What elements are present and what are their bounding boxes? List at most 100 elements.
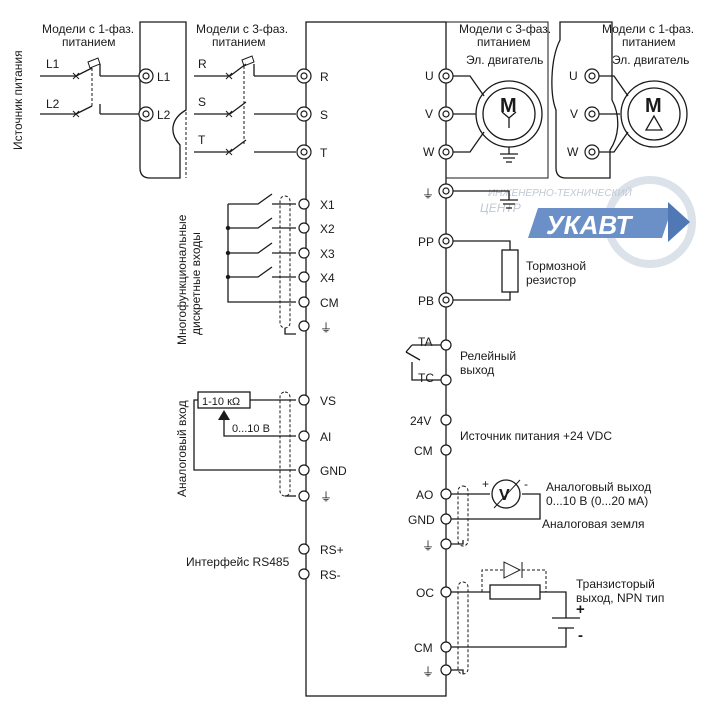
- ground-icon: ⏚: [320, 321, 332, 335]
- svg-text:W: W: [423, 145, 435, 159]
- svg-text:AI: AI: [320, 430, 331, 444]
- terminal-t[interactable]: T: [296, 144, 328, 160]
- transistor-output: OC CM ⏚ + - Транзисторый выход, NPN тип: [414, 561, 664, 679]
- brake-resistor: PP PB Тормозной резистор: [418, 233, 586, 308]
- ground-icon: ⏚: [422, 665, 434, 679]
- header-single-phase-motor: Модели с 1-фаз. питанием: [602, 22, 694, 49]
- supply-24v: 24V CM Источник питания +24 VDC: [410, 414, 612, 458]
- terminal-rs-minus[interactable]: RS-: [298, 568, 341, 582]
- ground-icon: ⏚: [422, 187, 434, 201]
- svg-text:CM: CM: [414, 444, 433, 458]
- watermark-top: ИНЖЕНЕРНО-ТЕХНИЧЕСКИЙ: [488, 186, 633, 199]
- terminal-l2[interactable]: L2: [138, 106, 171, 122]
- svg-text:R: R: [320, 70, 329, 84]
- three-phase-wires: [194, 55, 296, 156]
- svg-text:X1: X1: [320, 198, 335, 212]
- svg-text:питанием: питанием: [477, 35, 531, 49]
- svg-text:Транзисторый: Транзисторый: [576, 577, 655, 591]
- svg-text:CM: CM: [414, 641, 433, 655]
- svg-text:M: M: [500, 95, 517, 117]
- svg-text:U: U: [569, 69, 578, 83]
- svg-text:0...10 В (0...20 мА): 0...10 В (0...20 мА): [546, 494, 648, 508]
- digital-input-switches: [225, 193, 296, 335]
- header-single-phase-left: Модели с 1-фаз. питанием: [42, 22, 134, 49]
- terminal-x2[interactable]: X2: [298, 222, 335, 236]
- single-phase-wires: [40, 57, 140, 118]
- svg-text:X2: X2: [320, 222, 335, 236]
- terminal-x4[interactable]: X4: [298, 271, 335, 285]
- terminal-gnd-analog[interactable]: GND: [298, 464, 347, 478]
- header-three-phase-motor: Модели с 3-фаз. питанием: [459, 22, 551, 49]
- svg-text:X3: X3: [320, 247, 335, 261]
- svg-text:резистор: резистор: [526, 273, 576, 287]
- analog-input-label: Аналоговый вход: [175, 400, 189, 497]
- svg-text:RS+: RS+: [320, 543, 344, 557]
- terminal-r[interactable]: R: [296, 68, 329, 84]
- svg-text:U: U: [425, 69, 434, 83]
- terminal-l1[interactable]: L1: [138, 68, 171, 84]
- terminal-ground-digital[interactable]: ⏚: [298, 320, 332, 335]
- terminal-ai[interactable]: AI: [298, 430, 331, 444]
- terminal-vs[interactable]: VS: [298, 394, 336, 408]
- motor-3ph: M: [475, 80, 543, 163]
- terminal-ground-analog[interactable]: ⏚: [298, 490, 332, 504]
- svg-text:питанием: питанием: [622, 35, 676, 49]
- watermark-middle: ЦЕНТР: [480, 201, 521, 215]
- terminal-x3[interactable]: X3: [298, 247, 335, 261]
- rs485-label: Интерфейс RS485: [186, 555, 290, 569]
- svg-text:питанием: питанием: [212, 35, 266, 49]
- cutout-single-phase-motor: [551, 21, 619, 179]
- motor-1ph: M: [620, 80, 688, 148]
- svg-text:выход, NPN тип: выход, NPN тип: [576, 591, 664, 605]
- line-label-l2: L2: [46, 97, 60, 111]
- svg-text:PB: PB: [418, 294, 434, 308]
- svg-text:S: S: [320, 108, 328, 122]
- power-source-label: Источник питания: [11, 50, 25, 150]
- svg-text:Тормозной: Тормозной: [526, 259, 586, 273]
- svg-text:1-10 кΩ: 1-10 кΩ: [202, 396, 240, 408]
- watermark-logo: УКАВТ: [546, 210, 634, 240]
- svg-text:Аналоговая земля: Аналоговая земля: [542, 517, 644, 531]
- svg-text:OC: OC: [416, 586, 434, 600]
- digital-inputs-label-2: дискретные входы: [189, 232, 203, 335]
- voltmeter-icon: [491, 479, 521, 509]
- watermark: ИНЖЕНЕРНО-ТЕХНИЧЕСКИЙ ЦЕНТР УКАВТ: [480, 176, 696, 268]
- svg-text:V: V: [570, 107, 578, 121]
- terminal-cm-digital[interactable]: CM: [298, 296, 339, 310]
- svg-text:Источник питания +24 VDC: Источник питания +24 VDC: [460, 429, 612, 443]
- relay-output: TA TC Релейный выход: [405, 335, 516, 386]
- svg-text:V: V: [425, 107, 433, 121]
- svg-text:L1: L1: [157, 70, 171, 84]
- ground-icon: ⏚: [320, 490, 332, 504]
- terminal-ground-main[interactable]: ⏚: [422, 183, 518, 209]
- svg-text:T: T: [320, 146, 328, 160]
- svg-text:M: M: [645, 95, 662, 117]
- motor-3ph-label: Эл. двигатель: [466, 53, 543, 67]
- line-label-l1: L1: [46, 57, 60, 71]
- svg-text:Модели с 3-фаз.: Модели с 3-фаз.: [459, 22, 551, 36]
- svg-text:Модели с 1-фаз.: Модели с 1-фаз.: [42, 22, 134, 36]
- svg-text:+: +: [482, 477, 489, 491]
- svg-text:TA: TA: [418, 335, 432, 349]
- analog-output: AO GND ⏚ V + - Аналоговый выход 0...10 В…: [408, 477, 651, 553]
- svg-text:AO: AO: [416, 488, 433, 502]
- svg-text:GND: GND: [408, 513, 435, 527]
- svg-text:0...10 В: 0...10 В: [232, 423, 270, 435]
- svg-text:выход: выход: [460, 363, 494, 377]
- svg-text:-: -: [578, 627, 583, 644]
- svg-text:RS-: RS-: [320, 568, 341, 582]
- svg-text:CM: CM: [320, 296, 339, 310]
- motor-1ph-label: Эл. двигатель: [612, 53, 689, 67]
- ground-icon: ⏚: [422, 539, 434, 553]
- terminal-s[interactable]: S: [296, 106, 328, 122]
- motor-3ph-frame: [446, 21, 549, 179]
- terminal-rs-plus[interactable]: RS+: [298, 543, 344, 557]
- terminal-x1[interactable]: X1: [298, 198, 335, 212]
- cutout-single-phase-input: [139, 21, 187, 179]
- motor-1ph-terminals: U V W: [567, 68, 629, 160]
- svg-text:Модели с 3-фаз.: Модели с 3-фаз.: [196, 22, 288, 36]
- analog-input-circuit: 1-10 кΩ 0...10 В: [193, 391, 296, 497]
- svg-text:+: +: [576, 601, 585, 618]
- header-three-phase-input: Модели с 3-фаз. питанием: [196, 22, 288, 49]
